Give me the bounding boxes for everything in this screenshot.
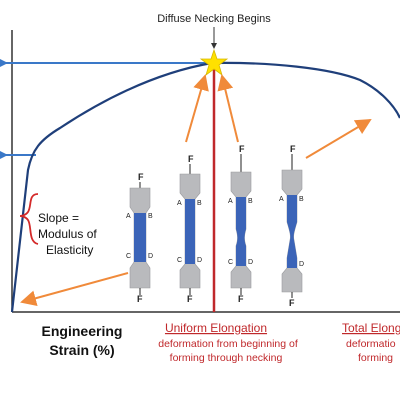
- label-d: D: [197, 257, 202, 264]
- label-c: C: [177, 257, 182, 264]
- specimen-force-bottom: F: [137, 294, 143, 304]
- total-elongation-desc-2: forming: [358, 352, 393, 364]
- label-a: A: [228, 198, 233, 205]
- necking-star-icon: [199, 48, 229, 77]
- arrow-spec3: [217, 74, 239, 143]
- label-c: C: [228, 259, 233, 266]
- arrow-to-elastic: [20, 272, 129, 307]
- specimen-gauge: [236, 197, 246, 266]
- specimen-3: F A B C D F: [228, 144, 253, 304]
- label-d: D: [148, 253, 153, 260]
- arrow-spec4: [305, 118, 372, 159]
- uniform-elongation-title: Uniform Elongation: [165, 321, 267, 335]
- label-b: B: [148, 213, 153, 220]
- specimen-force-top: F: [290, 144, 296, 154]
- specimen-gauge: [185, 199, 195, 264]
- arrow-spec2: [185, 74, 209, 143]
- label-a: A: [177, 200, 182, 207]
- specimen-force-bottom: F: [238, 294, 244, 304]
- total-elongation-title: Total Elong: [342, 321, 400, 335]
- specimen-force-top: F: [138, 172, 144, 182]
- specimen-force-top: F: [239, 144, 245, 154]
- x-axis-title-line1: Engineering: [42, 323, 123, 339]
- label-c: C: [126, 253, 131, 260]
- label-a: A: [279, 196, 284, 203]
- stress-strain-curve: [10, 61, 400, 313]
- uniform-elongation-desc-1: deformation from beginning of: [158, 338, 298, 350]
- specimen-gauge: [134, 213, 146, 262]
- necking-label: Diffuse Necking Begins: [157, 13, 271, 25]
- specimen-2: F A B C D F: [177, 154, 202, 304]
- label-d: D: [248, 259, 253, 266]
- specimen-force-top: F: [188, 154, 194, 164]
- label-b: B: [248, 198, 253, 205]
- specimen-force-bottom: F: [187, 294, 193, 304]
- slope-label-3: Elasticity: [46, 243, 93, 257]
- x-axis-title-line2: Strain (%): [49, 342, 114, 358]
- label-b: B: [299, 196, 304, 203]
- total-elongation-desc-1: deformatio: [346, 338, 396, 350]
- uniform-elongation-desc-2: forming through necking: [170, 352, 283, 364]
- specimen-force-bottom: F: [289, 298, 295, 308]
- label-b: B: [197, 200, 202, 207]
- specimen-1: F A B C D F: [126, 172, 153, 304]
- specimen-gauge: [287, 195, 297, 268]
- specimen-4: F A B D F: [279, 144, 304, 308]
- slope-label-1: Slope =: [38, 211, 79, 225]
- slope-brace: [19, 193, 39, 245]
- label-d: D: [299, 261, 304, 268]
- label-a: A: [126, 213, 131, 220]
- slope-label-2: Modulus of: [38, 227, 97, 241]
